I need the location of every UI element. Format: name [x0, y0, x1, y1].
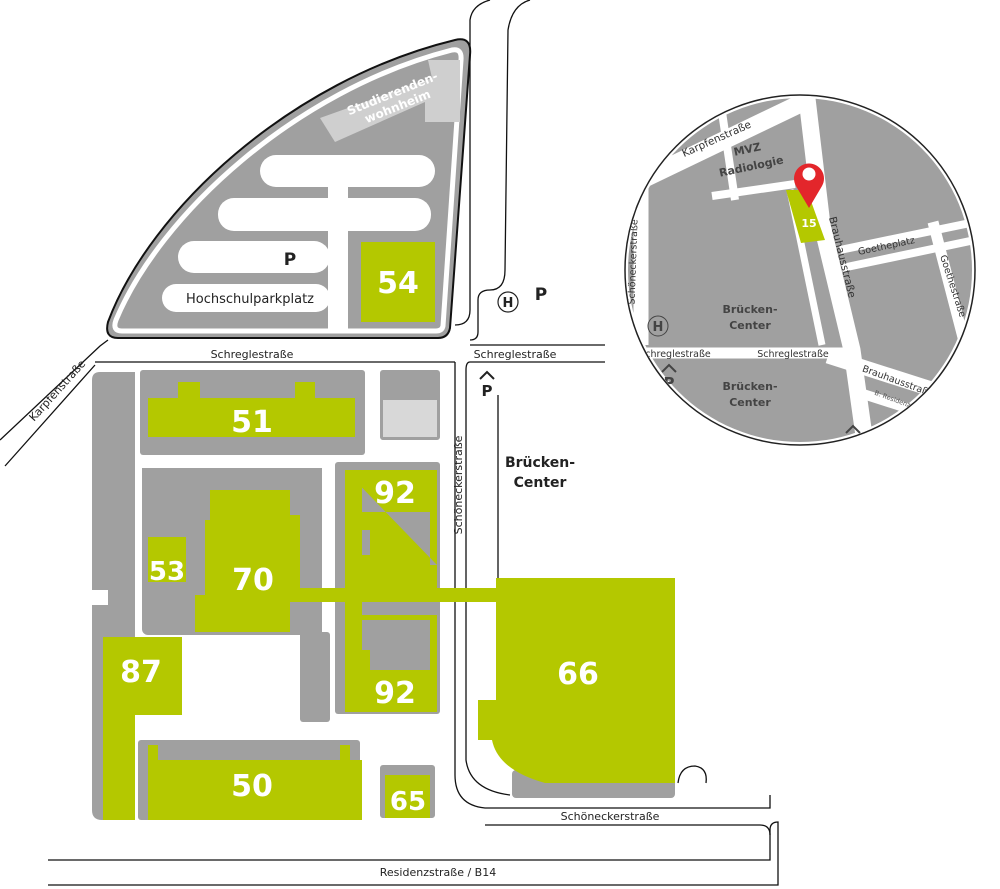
building-53[interactable] — [148, 537, 186, 582]
inset-schregle-left: Schreglestraße — [639, 349, 711, 360]
building-70[interactable] — [195, 490, 300, 632]
building-65[interactable] — [385, 775, 430, 818]
building-87-label: 87 — [120, 655, 162, 690]
building-54[interactable] — [361, 242, 435, 322]
svg-text:P: P — [664, 374, 675, 392]
building-92-north[interactable] — [345, 470, 437, 590]
road-lines — [0, 0, 779, 886]
building-70-label: 70 — [232, 563, 274, 598]
svg-text:P: P — [482, 382, 493, 400]
connecting-bridge — [290, 588, 500, 602]
street-residenz: Residenzstraße / B14 — [380, 866, 496, 879]
mall-label-1: Brücken- — [505, 455, 575, 471]
street-schoenecker-vertical: Schöneckerstraße — [452, 435, 465, 534]
street-schregle-left: Schreglestraße — [211, 348, 294, 361]
svg-text:H: H — [653, 320, 664, 335]
inset-mall-bottom-2: Center — [729, 396, 771, 409]
building-54-label: 54 — [377, 266, 419, 301]
inset-schregle-right: Schreglestraße — [757, 349, 829, 360]
building-66[interactable] — [478, 578, 675, 783]
hochschulparkplatz-area: Studierenden- wohnheim P Hochschulparkpl… — [106, 38, 472, 339]
street-karpfen: Karpfenstraße — [27, 357, 89, 424]
bus-stop-icon: H — [497, 291, 519, 313]
building-15[interactable] — [786, 190, 825, 243]
inset-mall-top-1: Brücken- — [722, 303, 777, 316]
building-51-label: 51 — [231, 405, 273, 440]
svg-text:H: H — [503, 296, 514, 311]
building-51[interactable] — [148, 382, 355, 437]
street-schregle-right: Schreglestraße — [474, 348, 557, 361]
dorm-building — [320, 60, 460, 142]
parking-right-symbol: P — [535, 285, 547, 305]
building-66-label: 66 — [557, 657, 599, 692]
building-87[interactable] — [103, 637, 182, 820]
location-inset[interactable]: 15 Karpfenstraße MVZ Radiologie Brauhaus… — [610, 90, 976, 453]
parking-symbol: P — [284, 250, 296, 270]
inset-mall-bottom-1: Brücken- — [722, 380, 777, 393]
building-50[interactable] — [148, 745, 362, 820]
street-schoenecker-bottom: Schöneckerstraße — [561, 810, 660, 823]
inset-mvz-label-1: MVZ — [733, 140, 763, 158]
building-92-north-label: 92 — [374, 476, 416, 511]
building-50-label: 50 — [231, 769, 273, 804]
inset-bus-stop-icon: H — [647, 315, 669, 337]
inset-parking-garage-icon-left: P — [661, 363, 677, 392]
location-pin-icon — [794, 163, 824, 208]
building-92-south-label: 92 — [374, 676, 416, 711]
inset-schoenecker: Schöneckerstraße — [627, 219, 641, 305]
building-65-label: 65 — [390, 787, 426, 817]
inset-mall-top-2: Center — [729, 319, 771, 332]
building-92-south[interactable] — [345, 615, 437, 712]
building-15-label: 15 — [801, 217, 816, 230]
building-53-label: 53 — [149, 557, 185, 587]
mall-label-2: Center — [514, 475, 567, 491]
parking-garage-icon: P — [479, 370, 495, 400]
parking-label: Hochschulparkplatz — [186, 292, 314, 307]
